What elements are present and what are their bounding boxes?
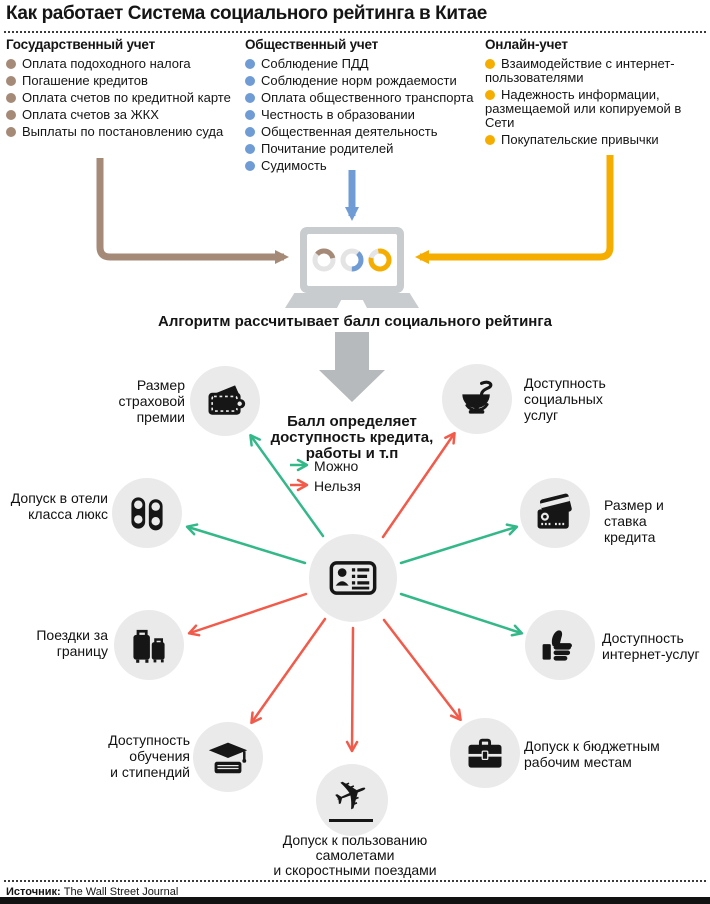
bullet-dot (245, 161, 255, 171)
list-item: Оплата общественного транспорта (245, 91, 475, 105)
thumbs-up-icon (542, 630, 572, 661)
list-item: Взаимодействие с интернет-пользователями (485, 56, 675, 85)
list-item: Надежность информации, размещаемой или к… (485, 87, 682, 130)
node-fast-transport: ✈ (316, 764, 388, 836)
laptop-notch (337, 300, 367, 308)
arrow-internet-services (399, 592, 524, 637)
source-prefix: Источник: (6, 886, 61, 898)
list-item: Погашение кредитов (6, 74, 232, 88)
column-government: Государственный учет Оплата подоходного … (6, 38, 232, 142)
node-insurance (190, 366, 260, 436)
briefcase-icon (468, 738, 502, 768)
legend-allowed-label: Можно (314, 458, 359, 474)
footer-bar (0, 897, 710, 904)
luggage-icon (133, 629, 165, 663)
snake-bowl-icon (462, 380, 493, 414)
list-item: Судимость (245, 159, 475, 173)
wallet-icon (208, 385, 246, 415)
bullet-dot (245, 110, 255, 120)
node-credit-terms (520, 478, 590, 548)
top-divider (4, 31, 706, 33)
citizen-hub-node (309, 534, 397, 622)
label-travel-abroad: Поездки за границу (36, 627, 108, 659)
list-item: Оплата счетов по кредитной карте (6, 91, 232, 105)
arrow-social-services (381, 431, 456, 539)
label-credit-terms: Размер и ставка кредита (604, 497, 664, 545)
arrow-travel-abroad (187, 592, 308, 637)
label-social-services: Доступность социальных услуг (524, 375, 606, 423)
node-travel-abroad (114, 610, 184, 680)
column-online: Онлайн-учет Взаимодействие с интернет-по… (485, 38, 705, 150)
label-luxury-hotels: Допуск в отели класса люкс (10, 490, 108, 522)
online-feed-arrow (415, 155, 614, 264)
door-tags-icon (131, 497, 163, 531)
page-title: Как работает Система социального рейтинг… (6, 3, 487, 24)
bottom-divider (4, 880, 706, 882)
algorithm-caption: Алгоритм рассчитывает балл социального р… (158, 313, 552, 330)
bullet-dot (245, 59, 255, 69)
bullet-dot (6, 59, 16, 69)
bullet-dot (6, 110, 16, 120)
legend-forbidden-label: Нельзя (314, 478, 361, 494)
list-item: Оплата подоходного налога (6, 57, 232, 71)
arrow-education (250, 617, 327, 725)
node-internet-services (525, 610, 595, 680)
column-government-header: Государственный учет (6, 37, 155, 52)
government-feed-arrow (96, 158, 289, 264)
bullet-dot (485, 135, 495, 145)
bullet-dot (245, 76, 255, 86)
bullet-dot (245, 144, 255, 154)
bullet-dot (6, 76, 16, 86)
bullet-dot (485, 90, 495, 100)
bullet-dot (6, 93, 16, 103)
column-public: Общественный учет Соблюдение ПДД Соблюде… (245, 38, 475, 176)
arrow-state-jobs (382, 618, 462, 722)
label-fast-transport: Допуск к пользованию самолетами и скорос… (273, 832, 437, 878)
outcome-arrows (185, 431, 524, 753)
list-item: Почитание родителей (245, 142, 475, 156)
legend-allowed: Можно (314, 458, 358, 474)
id-card-icon (329, 561, 377, 595)
laptop-screen (307, 234, 397, 286)
label-insurance: Размер страховой премии (118, 377, 186, 425)
credit-cards-icon (537, 493, 572, 529)
arrow-fast-transport (345, 626, 359, 753)
laptop-icon (300, 227, 404, 293)
score-down-arrow (319, 332, 385, 402)
node-education (193, 722, 263, 792)
list-item: Покупательские привычки (485, 133, 705, 147)
score-text: Балл определяет доступность кредита, раб… (270, 413, 434, 462)
list-item: Оплата счетов за ЖКХ (6, 108, 232, 122)
bullet-dot (245, 127, 255, 137)
label-state-jobs: Допуск к бюджетным рабочим местам (524, 738, 660, 770)
score-rings-icon (312, 248, 392, 272)
node-luxury-hotels (112, 478, 182, 548)
runway-line (329, 819, 373, 822)
list-item: Соблюдение норм рождаемости (245, 74, 475, 88)
column-online-header: Онлайн-учет (485, 37, 568, 52)
bullet-dot (245, 93, 255, 103)
list-item: Выплаты по постановлению суда (6, 125, 232, 139)
airplane-icon: ✈ (326, 765, 378, 824)
node-state-jobs (450, 718, 520, 788)
bullet-dot (485, 59, 495, 69)
legend-forbidden: Нельзя (314, 478, 361, 494)
column-public-header: Общественный учет (245, 37, 379, 52)
source-text: The Wall Street Journal (60, 886, 179, 898)
label-education: Доступность обучения и стипендий (108, 732, 190, 780)
source-line: Источник: The Wall Street Journal (6, 886, 178, 898)
label-internet-services: Доступность интернет-услуг (602, 630, 700, 662)
list-item: Честность в образовании (245, 108, 475, 122)
list-item: Соблюдение ПДД (245, 57, 475, 71)
arrow-insurance (249, 433, 325, 538)
arrow-luxury-hotels (185, 523, 307, 565)
bullet-dot (6, 127, 16, 137)
arrow-credit-terms (399, 523, 519, 565)
graduation-book-icon (208, 742, 248, 774)
node-social-services (442, 364, 512, 434)
list-item: Общественная деятельность (245, 125, 475, 139)
